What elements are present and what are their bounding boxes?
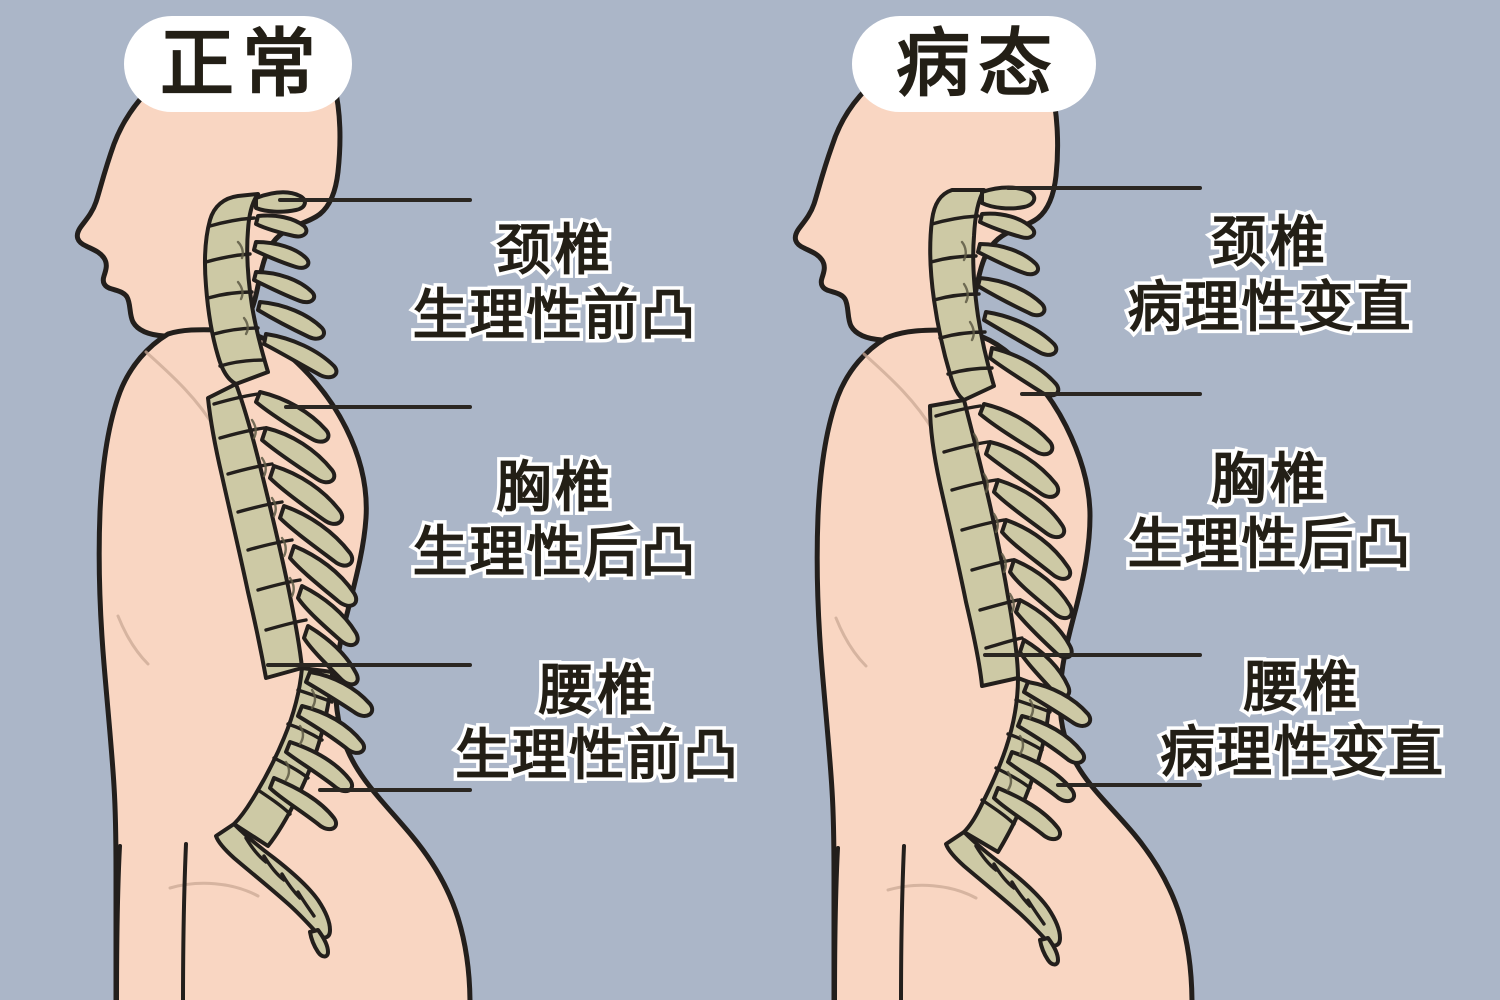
panel-title-normal-text: 正常: [160, 21, 324, 107]
spine-normal-lumbar: [232, 666, 375, 848]
annotation-normal-lumbar-line1: 腰椎: [535, 655, 657, 726]
spine-pathological-thoracic: [928, 398, 1074, 699]
leader-lines-normal: [266, 198, 472, 792]
annotation-pathological-thoracic-line1: 胸椎: [1207, 444, 1329, 515]
annotation-normal-thoracic: 胸椎 生理性后凸: [385, 452, 725, 588]
spine-normal-thoracic: [206, 382, 360, 687]
panel-title-normal: 正常: [124, 16, 352, 112]
spine-pathological-cervical: [928, 185, 1061, 402]
annotation-pathological-lumbar: 腰椎 病理性变直: [1125, 652, 1480, 788]
panel-title-pathological: 病态: [852, 16, 1096, 112]
annotation-pathological-cervical-line1: 颈椎: [1207, 207, 1329, 278]
annotation-normal-cervical-line1: 颈椎: [492, 215, 614, 286]
annotation-normal-lumbar: 腰椎 生理性前凸: [425, 655, 770, 791]
spine-normal-cervical: [203, 190, 339, 386]
spine-pathological-sacrum: [944, 830, 1062, 967]
annotation-pathological-lumbar-line1: 腰椎: [1240, 652, 1362, 723]
panel-title-pathological-text: 病态: [896, 21, 1060, 107]
annotation-normal-cervical-line2: 生理性前凸: [409, 279, 699, 350]
annotation-pathological-cervical-line2: 病理性变直: [1124, 271, 1414, 342]
annotation-pathological-thoracic: 胸椎 生理性后凸: [1095, 444, 1445, 580]
leader-lines-pathological: [983, 186, 1202, 787]
annotation-normal-cervical: 颈椎 生理性前凸: [390, 215, 720, 351]
annotation-normal-thoracic-line2: 生理性后凸: [409, 516, 699, 587]
spine-normal-sacrum: [214, 822, 332, 959]
annotation-pathological-lumbar-line2: 病理性变直: [1156, 716, 1446, 787]
annotation-pathological-thoracic-line2: 生理性后凸: [1124, 508, 1414, 579]
annotation-normal-thoracic-line1: 胸椎: [492, 452, 614, 523]
annotation-pathological-cervical: 颈椎 病理性变直: [1095, 207, 1445, 343]
annotation-normal-lumbar-line2: 生理性前凸: [451, 719, 741, 790]
spine-pathological-lumbar: [962, 676, 1093, 854]
